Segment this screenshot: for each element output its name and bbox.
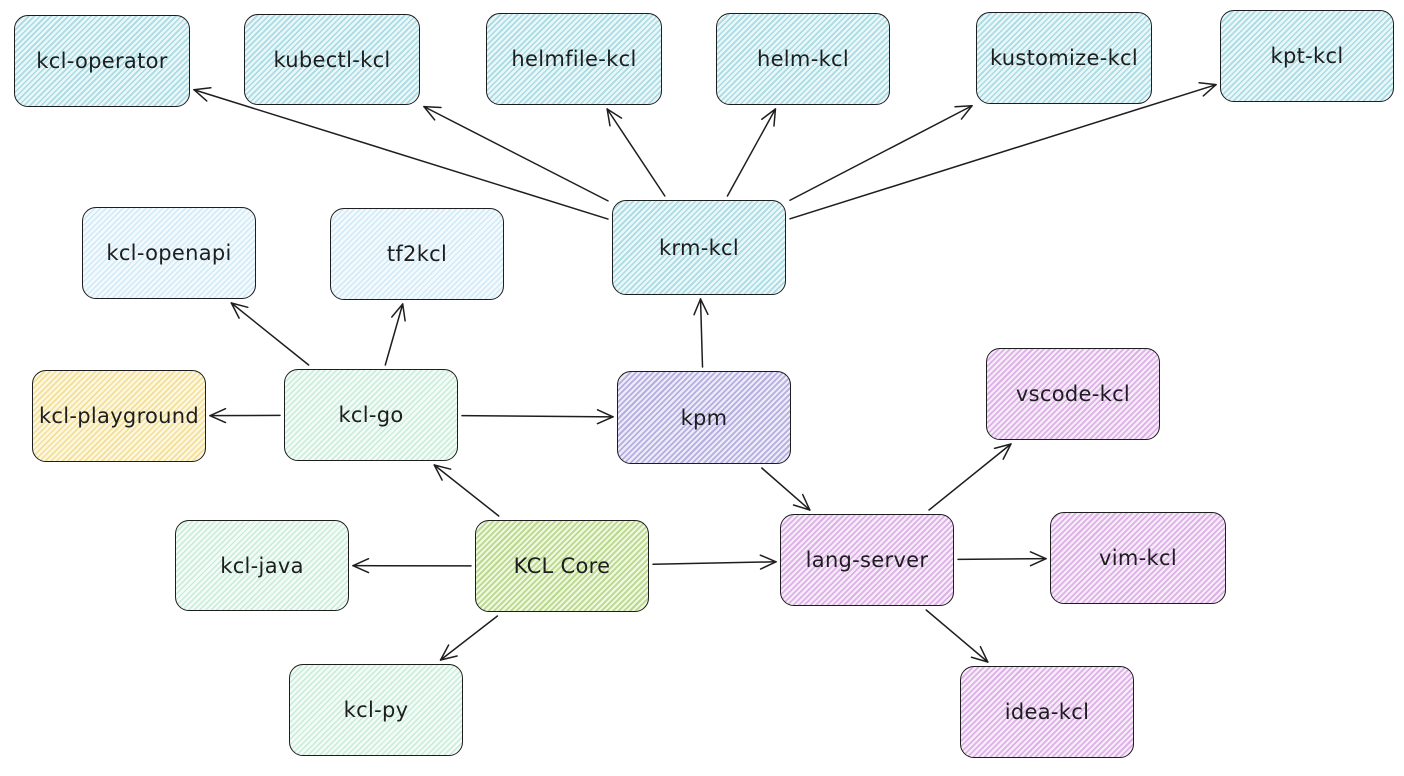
node-kcl-playground: kcl-playground	[32, 370, 206, 462]
node-label: tf2kcl	[386, 242, 448, 266]
node-kcl-core: KCL Core	[475, 520, 649, 612]
node-label: helm-kcl	[756, 47, 850, 71]
node-kcl-go: kcl-go	[284, 369, 458, 461]
node-label: kubectl-kcl	[273, 47, 391, 72]
node-kcl-py: kcl-py	[289, 664, 463, 756]
node-label: kcl-openapi	[106, 241, 232, 265]
node-label: krm-kcl	[658, 235, 740, 260]
node-kubectl-kcl: kubectl-kcl	[244, 14, 420, 105]
node-tf2kcl: tf2kcl	[330, 208, 504, 300]
arrow-kcl-go-to-tf2kcl	[384, 303, 406, 366]
arrow-lang-server-to-vscode-kcl	[928, 443, 1012, 511]
arrow-kcl-core-to-kcl-py	[439, 615, 499, 661]
node-kpt-kcl: kpt-kcl	[1220, 10, 1394, 102]
node-lang-server: lang-server	[780, 514, 954, 606]
node-kcl-operator: kcl-operator	[14, 15, 190, 107]
arrow-lang-server-to-idea-kcl	[925, 609, 989, 663]
node-kustomize-kcl: kustomize-kcl	[976, 12, 1152, 104]
node-kcl-java: kcl-java	[175, 520, 349, 611]
arrow-kcl-go-to-kpm	[461, 409, 614, 425]
arrow-krm-kcl-to-kubectl-kcl	[423, 105, 609, 202]
node-label: KCL Core	[513, 554, 611, 578]
arrow-kcl-core-to-kcl-go	[433, 464, 500, 517]
arrow-krm-kcl-to-helm-kcl	[726, 108, 777, 197]
arrow-kpm-to-krm-kcl	[693, 298, 709, 368]
node-label: kcl-playground	[38, 404, 200, 428]
node-label: kcl-java	[220, 553, 304, 578]
node-helmfile-kcl: helmfile-kcl	[486, 13, 662, 105]
arrow-lang-server-to-vim-kcl	[957, 551, 1047, 567]
node-vim-kcl: vim-kcl	[1050, 512, 1226, 604]
node-label: kcl-py	[343, 698, 409, 722]
arrow-kcl-go-to-kcl-playground	[209, 407, 281, 424]
node-label: helmfile-kcl	[511, 47, 637, 71]
node-label: lang-server	[805, 548, 929, 572]
node-label: vim-kcl	[1099, 546, 1177, 570]
arrow-krm-kcl-to-kustomize-kcl	[789, 105, 973, 202]
arrow-kcl-core-to-lang-server	[652, 554, 777, 570]
arrow-krm-kcl-to-helmfile-kcl	[606, 108, 666, 197]
node-vscode-kcl: vscode-kcl	[986, 348, 1160, 440]
node-helm-kcl: helm-kcl	[716, 13, 890, 105]
node-kcl-openapi: kcl-openapi	[82, 207, 256, 299]
node-label: vscode-kcl	[1015, 382, 1131, 406]
arrow-kcl-go-to-kcl-openapi	[230, 302, 310, 366]
arrow-kpm-to-lang-server	[761, 467, 811, 511]
arrow-kcl-core-to-kcl-java	[352, 557, 472, 574]
node-krm-kcl: krm-kcl	[612, 200, 786, 295]
node-label: kcl-operator	[36, 49, 168, 73]
node-label: idea-kcl	[1004, 700, 1090, 724]
node-label: kcl-go	[338, 403, 404, 427]
node-label: kpt-kcl	[1270, 44, 1344, 68]
arrow-krm-kcl-to-kcl-operator	[193, 87, 609, 220]
node-label: kustomize-kcl	[989, 46, 1139, 70]
node-idea-kcl: idea-kcl	[960, 666, 1134, 758]
node-label: kpm	[680, 405, 728, 430]
node-kpm: kpm	[617, 371, 791, 464]
